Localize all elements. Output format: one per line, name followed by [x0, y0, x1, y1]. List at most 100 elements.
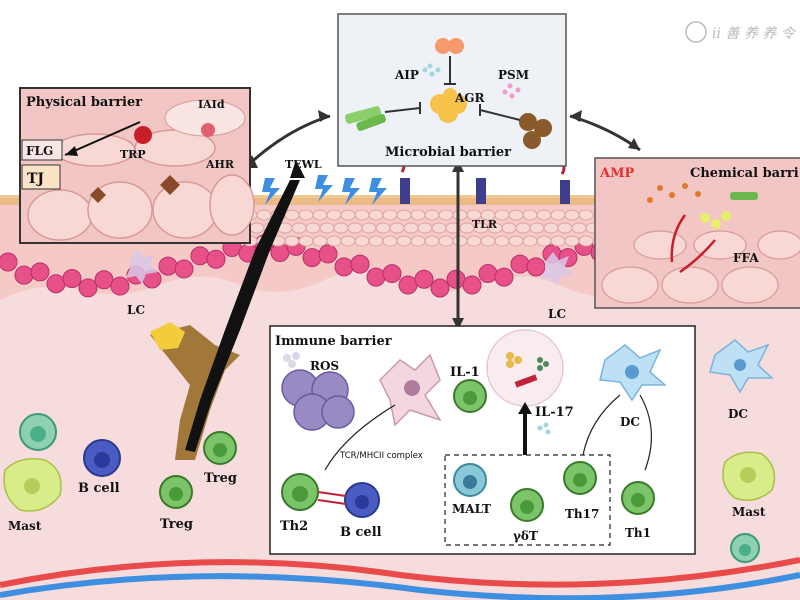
keratinocyte	[438, 209, 454, 221]
basal-cell	[510, 254, 530, 274]
keratinocyte	[340, 235, 356, 247]
staph-inhibit-line	[479, 109, 521, 121]
dc-nucleus	[625, 365, 639, 379]
keratinocyte	[284, 209, 300, 221]
tj-box	[21, 164, 61, 190]
langerhans-cells	[126, 250, 573, 286]
basal-cell	[174, 259, 194, 279]
il17-arrowhead	[518, 402, 532, 414]
treg-b-label: Treg	[160, 517, 193, 532]
basal-cell	[302, 248, 322, 268]
arrow-to-flg	[64, 121, 141, 156]
keratinocyte	[438, 235, 454, 247]
cell-nucleus	[463, 391, 477, 405]
neutrophil-cluster	[281, 369, 355, 431]
basal-cell	[334, 257, 354, 277]
basal-cell	[190, 246, 210, 266]
physical-barrier-panel: Physical barrier FLG TJ TRP IAId AHR	[19, 87, 255, 244]
cell-nucleus	[30, 426, 46, 442]
th1-label: Th1	[625, 526, 651, 540]
cell-nucleus	[94, 452, 110, 468]
tewl-lightning	[262, 175, 387, 205]
tlr-receptor	[476, 178, 486, 204]
basal-cell	[78, 278, 98, 298]
lc-left-label: LC	[127, 303, 145, 317]
basal-cell	[366, 267, 386, 287]
cell-nucleus	[24, 478, 40, 494]
hair-follicle	[150, 160, 305, 460]
chemical-barrier-panel: AMP Chemical barri FFA	[594, 157, 800, 309]
b-cell-immune-label: B cell	[340, 525, 382, 540]
lightning-icon	[262, 178, 280, 205]
ffa-label: FFA	[733, 251, 759, 265]
keratinocyte	[368, 209, 384, 221]
cell-nucleus	[734, 359, 746, 371]
keratinocyte	[312, 209, 328, 221]
lightning-icon	[342, 178, 360, 205]
immune-barrier-title: Immune barrier	[275, 334, 392, 349]
treg-a-label: Treg	[204, 471, 237, 486]
amp-arrow	[670, 214, 687, 263]
keratinocyte	[424, 209, 440, 221]
basal-cell	[398, 275, 418, 295]
agr-complex	[438, 103, 458, 123]
keratinocyte	[466, 235, 482, 247]
langerhans-cell	[541, 252, 573, 286]
keratinocyte	[326, 235, 342, 247]
tlr-receptor	[560, 180, 570, 204]
keratinocyte	[578, 235, 594, 247]
keratinocyte	[536, 209, 552, 221]
basal-cell	[158, 256, 178, 276]
keratinocyte	[529, 222, 545, 234]
physical-barrier-title: Physical barrier	[26, 95, 142, 110]
dashed-group	[444, 454, 611, 546]
dc-right-label: DC	[728, 407, 748, 421]
basal-cell	[46, 274, 66, 294]
antigen-bubble	[486, 329, 564, 407]
th2-label: Th2	[280, 519, 308, 534]
lightning-icon	[315, 175, 333, 202]
keratinocyte	[319, 222, 335, 234]
keratinocyte	[536, 235, 552, 247]
b-cell-left-label: B cell	[78, 481, 120, 496]
immune-barrier-panel: Immune barrier ROS IL-1 IL-17 TCR/MHCII …	[269, 325, 696, 555]
vein-vessel	[0, 572, 800, 600]
iaid-label: IAId	[198, 98, 225, 111]
keratinocyte	[354, 235, 370, 247]
keratinocyte	[389, 222, 405, 234]
keratinocyte	[284, 235, 300, 247]
keratinocyte	[375, 222, 391, 234]
arrowhead-down	[452, 318, 464, 330]
basal-cell	[382, 264, 402, 284]
tcr-label: TCR/MHCII complex	[339, 451, 423, 461]
il1-label: IL-1	[450, 365, 480, 380]
mast-left-label: Mast	[8, 519, 42, 533]
rod-inhibit-line	[384, 107, 421, 113]
basal-cell	[0, 252, 18, 272]
trp-channel	[134, 126, 152, 144]
keratinocyte	[424, 235, 440, 247]
agr-complex	[443, 88, 457, 102]
keratinocyte	[403, 222, 419, 234]
tlr-label: TLR	[472, 218, 498, 231]
basal-cell	[94, 270, 114, 290]
lc-right-label: LC	[548, 307, 566, 321]
keratinocyte	[333, 222, 349, 234]
keratinocyte	[522, 209, 538, 221]
keratinocyte	[564, 209, 580, 221]
dc-to-th17-arrow	[582, 394, 621, 456]
staph-cocci	[523, 131, 541, 149]
flg-label: FLG	[26, 144, 53, 158]
keratinocyte-texture	[242, 209, 601, 247]
tewl-label: TEWL	[285, 158, 322, 171]
mast-right-label: Mast	[732, 505, 766, 519]
keratinocyte	[410, 235, 426, 247]
keratinocyte	[305, 222, 321, 234]
basal-cell	[14, 265, 34, 285]
keratinocyte	[417, 222, 433, 234]
ahr-receptor	[201, 123, 215, 137]
cell-nucleus	[355, 495, 369, 509]
basal-cell	[478, 264, 498, 284]
keratinocyte	[522, 235, 538, 247]
